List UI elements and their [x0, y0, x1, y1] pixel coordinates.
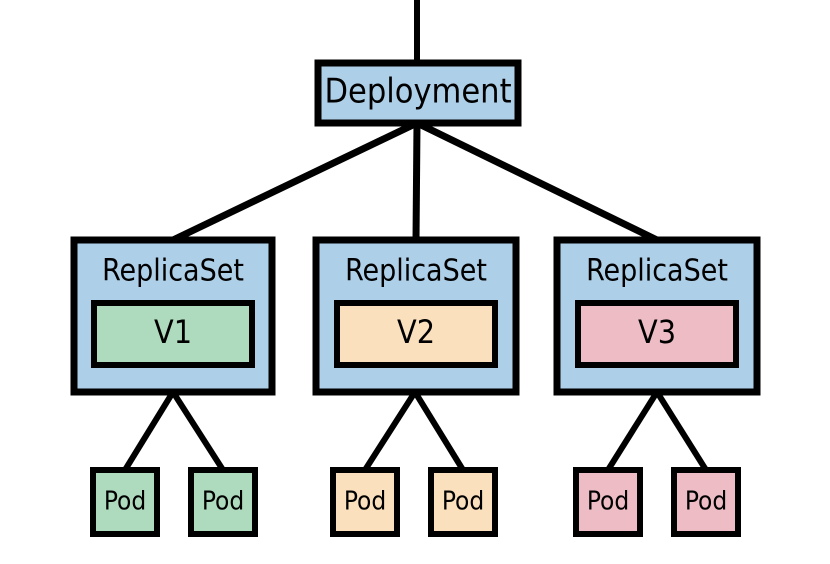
pod-node-2-1: Pod [330, 467, 400, 537]
version-box-v2-rect [334, 300, 498, 368]
version-label-v2: V2 [397, 313, 435, 351]
pod-label-2-2: Pod [442, 487, 484, 517]
pod-node-2-2-rect [428, 467, 498, 537]
pod-node-1-1-rect [90, 467, 160, 537]
pod-node-1-1: Pod [90, 467, 160, 537]
replicaset-3-to-pod-2-edge [654, 390, 709, 472]
pod-node-3-1: Pod [573, 467, 643, 537]
pod-node-1-2-rect [188, 467, 258, 537]
version-label-v3: V3 [638, 313, 676, 351]
deployment-to-replicaset-edge-3 [415, 119, 659, 244]
replicaset-1-to-pod-2-edge [170, 390, 226, 472]
pod-node-2-2: Pod [428, 467, 498, 537]
pod-node-3-1-rect [573, 467, 643, 537]
pod-node-1-2: Pod [188, 467, 258, 537]
version-box-v3: V3 [575, 300, 739, 368]
replicaset-2-to-pod-2-edge [412, 390, 466, 472]
deployment-to-replicaset-edge-2 [412, 122, 421, 241]
replicaset-1-to-pod-1-edge [122, 390, 176, 472]
version-box-v3-rect [575, 300, 739, 368]
pod-node-3-2-rect [671, 467, 741, 537]
deployment-node: Deployment [314, 59, 522, 127]
replicaset-label-2: ReplicaSet [345, 254, 487, 289]
replicaset-label-3: ReplicaSet [586, 254, 728, 289]
version-box-v2: V2 [334, 300, 498, 368]
replicaset-label-1: ReplicaSet [102, 254, 244, 289]
pod-label-2-1: Pod [344, 487, 386, 517]
pod-label-3-2: Pod [685, 487, 727, 517]
pod-label-1-2: Pod [202, 487, 244, 517]
deployment-node-rect [314, 59, 522, 127]
pod-node-2-1-rect [330, 467, 400, 537]
deployment-label: Deployment [324, 72, 511, 112]
version-box-v1: V1 [91, 300, 255, 368]
deployment-to-replicaset-edge-1 [171, 119, 419, 244]
replicaset-2-to-pod-1-edge [362, 390, 418, 472]
pod-label-1-1: Pod [104, 487, 146, 517]
pod-label-3-1: Pod [587, 487, 629, 517]
version-box-v1-rect [91, 300, 255, 368]
pod-node-3-2: Pod [671, 467, 741, 537]
edges-layer [122, 0, 709, 472]
version-label-v1: V1 [154, 313, 192, 351]
replicaset-3-to-pod-1-edge [605, 390, 660, 472]
